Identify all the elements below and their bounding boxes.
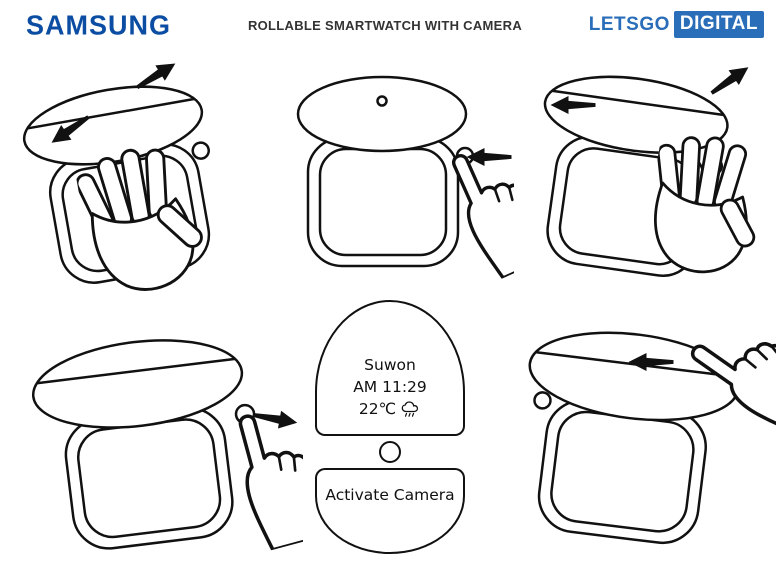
activate-camera-label[interactable]: Activate Camera bbox=[325, 486, 455, 504]
time-label: AM 11:29 bbox=[353, 378, 427, 396]
temperature-label: 22℃ bbox=[358, 400, 397, 418]
arrow-right-icon bbox=[251, 406, 299, 432]
crown-button bbox=[533, 391, 552, 410]
watch-band-shape: Activate Camera bbox=[315, 468, 465, 554]
display-seam bbox=[36, 357, 236, 385]
city-label: Suwon bbox=[364, 356, 416, 374]
letsgo-text: LETSGO bbox=[588, 13, 670, 35]
hand-icon bbox=[227, 401, 303, 554]
watch-display-shape: Suwon AM 11:29 22℃ bbox=[315, 300, 465, 436]
letsgodigital-logo: LETSGO DIGITAL bbox=[589, 11, 764, 38]
page-title: ROLLABLE SMARTWATCH WITH CAMERA bbox=[247, 18, 523, 33]
crown-button bbox=[191, 141, 210, 160]
samsung-logo: SAMSUNG bbox=[26, 9, 172, 41]
arrow-left-icon bbox=[466, 148, 512, 166]
display-seam bbox=[552, 89, 724, 117]
camera-hole bbox=[376, 95, 388, 107]
figure-roll-open-illustration bbox=[22, 55, 215, 294]
rain-cloud-icon bbox=[401, 400, 419, 417]
display-seam bbox=[27, 97, 195, 130]
watch-band-inner bbox=[77, 418, 222, 539]
watch-display bbox=[31, 339, 244, 429]
watch-band-inner bbox=[550, 410, 695, 533]
digital-badge: DIGITAL bbox=[673, 11, 764, 38]
watch-face-detail: Suwon AM 11:29 22℃ Activate Camera bbox=[312, 300, 468, 554]
camera-button[interactable] bbox=[379, 441, 401, 463]
arrow-up-right-icon bbox=[706, 59, 754, 101]
watch-band-inner bbox=[318, 147, 448, 257]
figure-pull-display-illustration bbox=[543, 59, 774, 283]
watch-display bbox=[296, 75, 468, 153]
weather-row: 22℃ bbox=[359, 398, 421, 420]
figure-press-crown-illustration bbox=[296, 75, 514, 284]
figure-rotate-crown-illustration bbox=[31, 339, 303, 554]
figure-slide-display-illustration bbox=[528, 304, 776, 545]
